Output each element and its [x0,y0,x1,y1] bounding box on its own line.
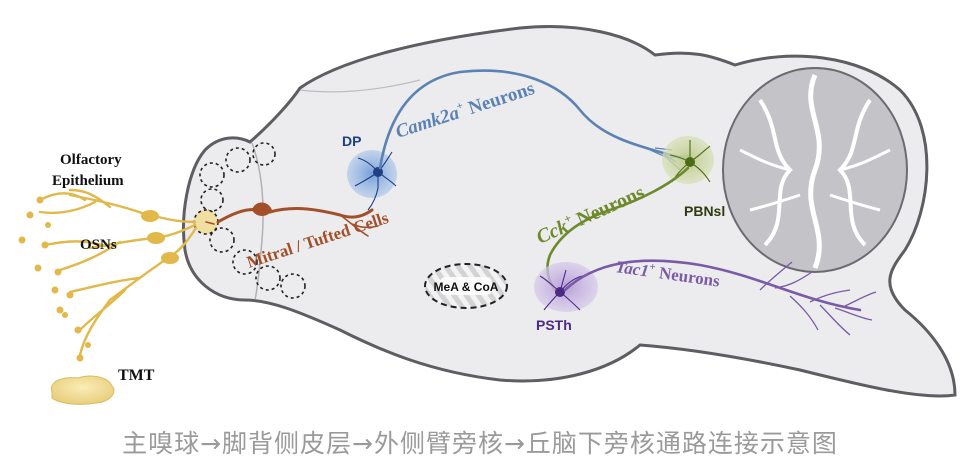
osn-neurons [38,188,198,357]
osn-terminal-dots [18,196,91,362]
glomerulus [225,147,251,173]
figure-caption: 主嗅球→脚背侧皮层→外侧臂旁核→丘脑下旁核通路连接示意图 [122,429,838,458]
glomerulus [209,227,235,253]
label-mea-coa: MeA & CoA [434,280,499,294]
psth-soma [555,287,565,297]
cortex-fold [299,79,421,93]
glomerulus [280,273,306,299]
label-psth: PSTh [536,317,572,333]
label-olfactory-epithelium-1: Olfactory [60,152,122,168]
tmt-odor-blob [50,375,115,405]
camk2a-axon [378,69,692,170]
psth-dendrites [539,269,583,311]
label-pbnsl: PBNsl [684,203,725,219]
glomeruli [199,142,306,299]
dp-region [347,150,397,198]
dp-soma [373,167,383,177]
tac1-axon [563,259,862,312]
label-olfactory-epithelium-2: Epithelium [52,173,124,189]
glomerulus [199,162,225,188]
glomerulus [255,265,281,291]
glomerulus [252,142,276,166]
glomerulus [232,249,258,275]
psth-region [534,262,598,312]
label-tmt: TMT [118,367,155,384]
label-osns: OSNs [80,237,117,253]
dp-dendrites [354,151,397,211]
pbnsl-soma [685,157,695,167]
pbnsl-dendrites [669,140,711,183]
cerebellum [722,67,908,273]
glomerulus [200,188,224,212]
tac1-terminals [759,261,877,336]
mea-coa-region [424,263,508,309]
label-dp: DP [342,133,361,149]
osn-somata [141,210,179,264]
mitral-soma [252,202,272,216]
